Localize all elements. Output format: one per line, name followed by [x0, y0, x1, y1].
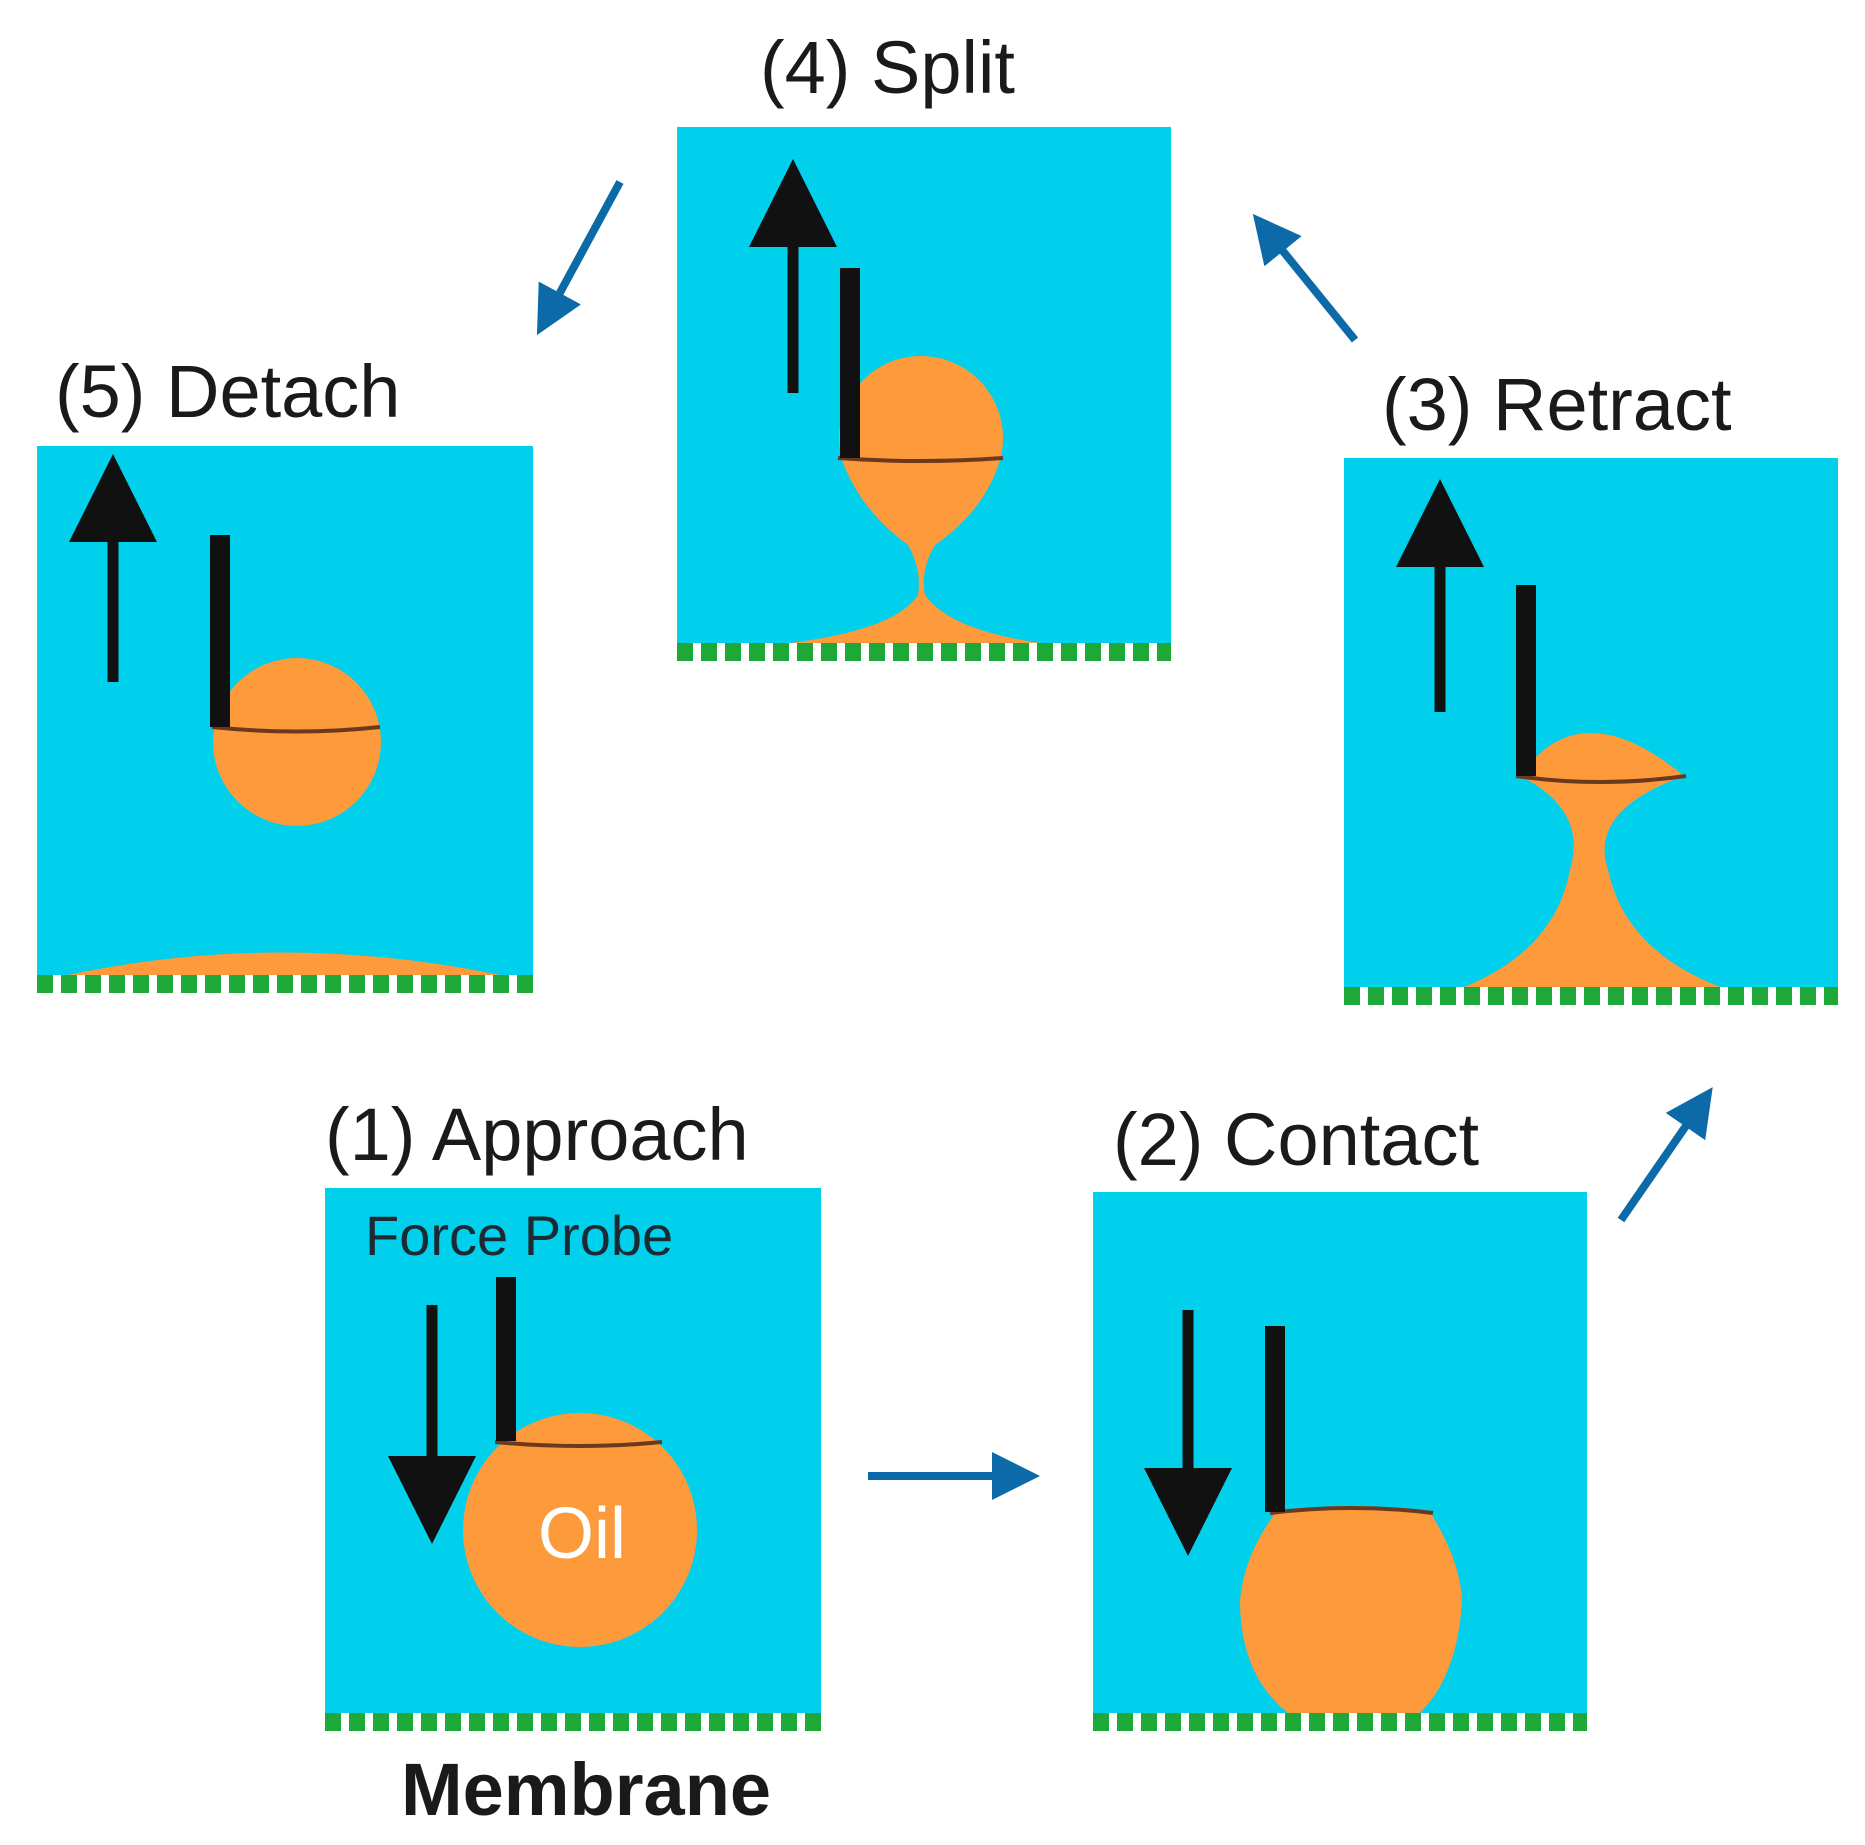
force-probe	[496, 1277, 516, 1441]
probe-oil-interface	[1515, 774, 1687, 784]
cycle-arrows	[536, 180, 1713, 1500]
panel-approach: (1) Approach Force Probe Oil Membrane	[325, 1093, 821, 1831]
force-probe	[1516, 585, 1536, 776]
panel-contact: (2) Contact	[1093, 1098, 1587, 1731]
force-probe	[840, 268, 860, 458]
force-probe	[1265, 1326, 1285, 1512]
oil-bridge	[1464, 733, 1720, 987]
step-title-retract: (3) Retract	[1382, 363, 1732, 446]
panel-retract: (3) Retract	[1344, 363, 1838, 1005]
oil-droplet	[1240, 1506, 1462, 1713]
step-title-contact: (2) Contact	[1113, 1098, 1479, 1181]
oil-residue-film	[68, 952, 500, 975]
membrane-label: Membrane	[401, 1748, 771, 1831]
probe-oil-interface	[1269, 1506, 1434, 1515]
step-title-split: (4) Split	[760, 26, 1015, 109]
arrow-contact-to-retract	[1617, 1087, 1713, 1223]
oil-droplet	[463, 1413, 697, 1647]
arrow-retract-to-split	[1252, 213, 1359, 343]
step-title-detach: (5) Detach	[55, 350, 400, 433]
force-probe	[210, 535, 230, 727]
panel-split: (4) Split	[677, 26, 1171, 661]
oil-droplet	[213, 658, 381, 826]
force-probe-label: Force Probe	[365, 1204, 673, 1267]
panel-detach: (5) Detach	[37, 350, 533, 993]
probe-oil-interface	[211, 725, 381, 734]
probe-oil-interface	[494, 1440, 663, 1448]
probe-oil-interface	[837, 456, 1004, 463]
step-title-approach: (1) Approach	[325, 1093, 749, 1176]
oil-label: Oil	[538, 1494, 626, 1574]
arrow-split-to-detach	[536, 180, 624, 336]
